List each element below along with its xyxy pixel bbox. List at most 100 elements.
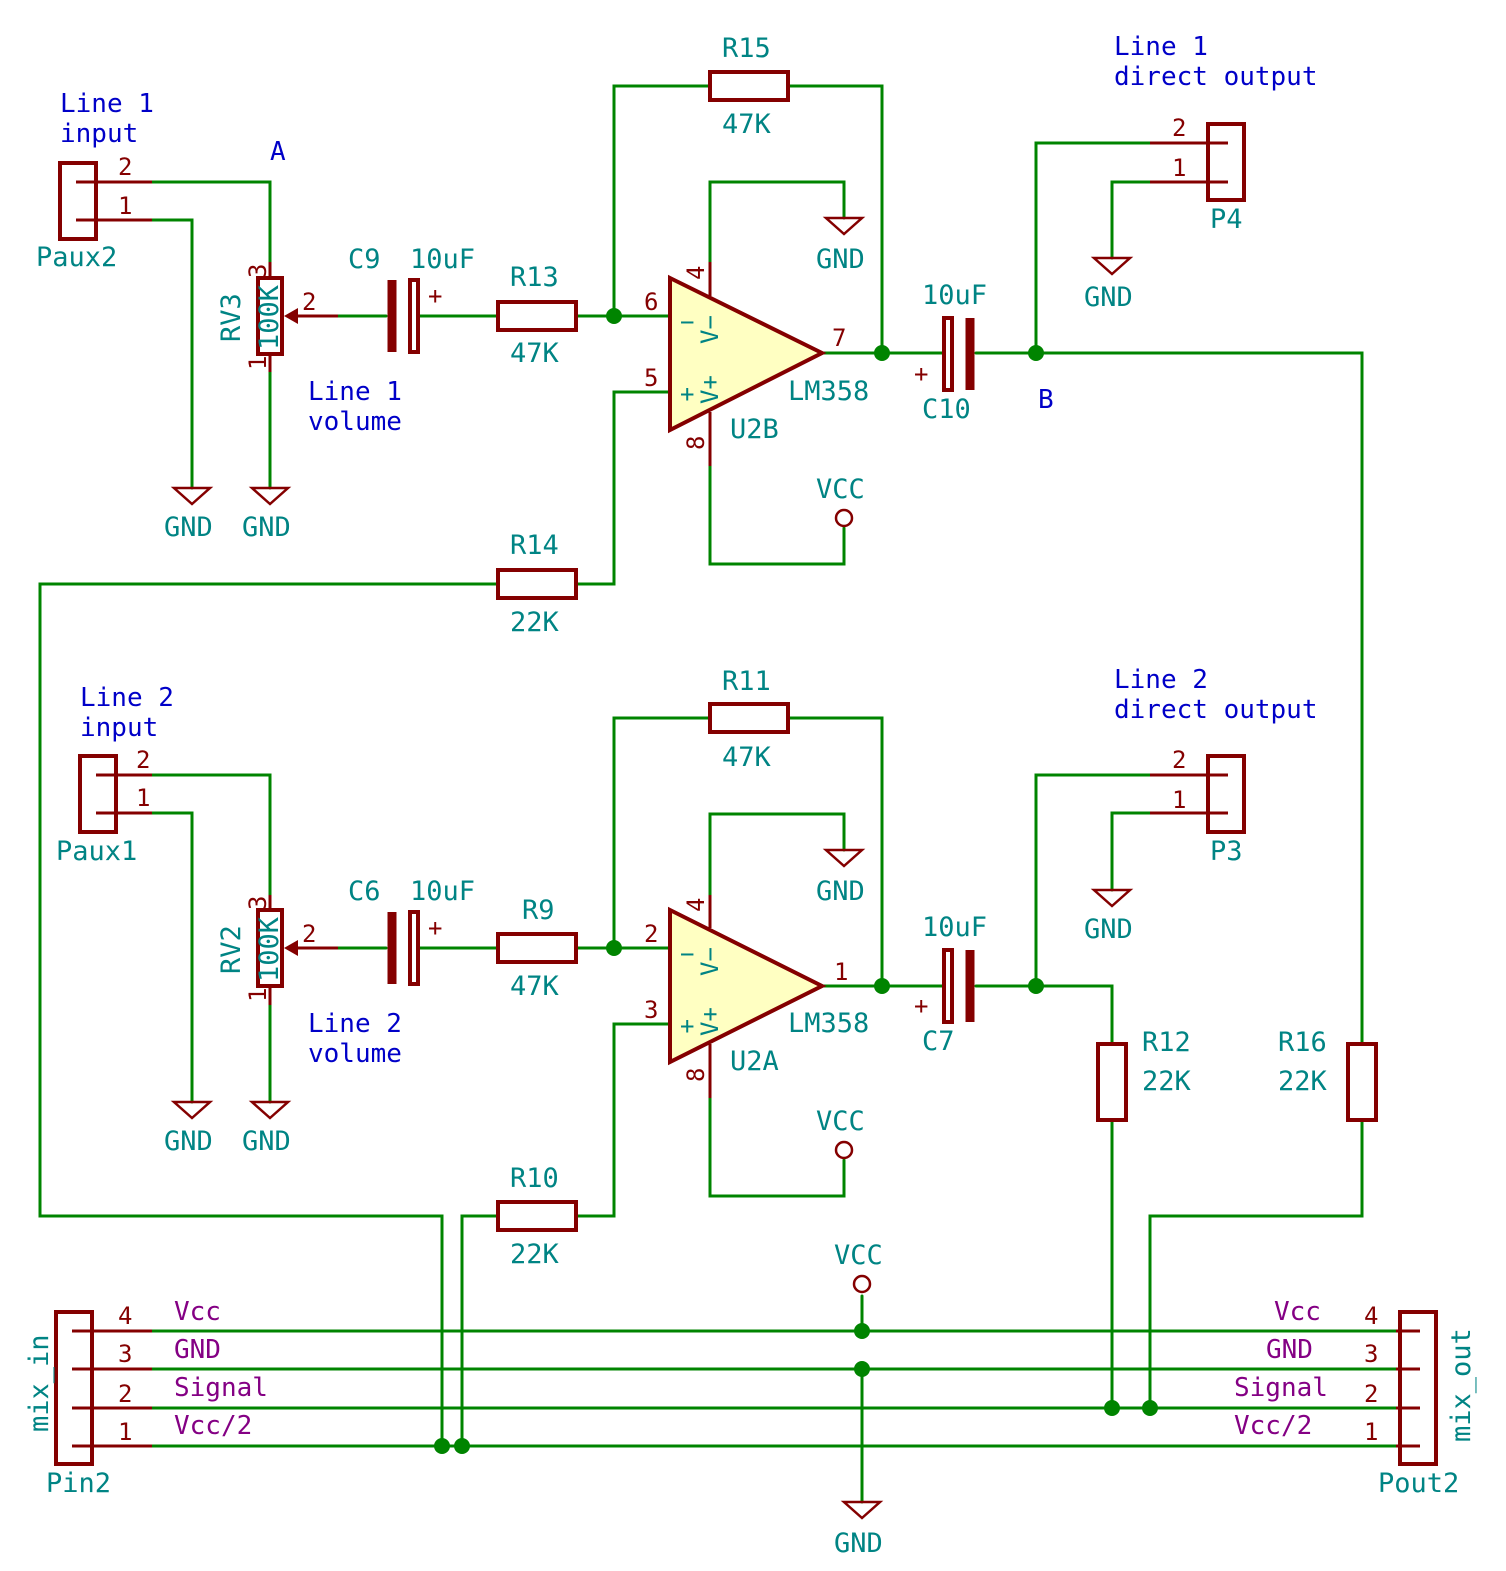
svg-text:2: 2 [1172, 746, 1186, 774]
gnd-label: GND [834, 1528, 883, 1559]
svg-text:3: 3 [118, 1340, 132, 1368]
c7-value: 10uF [922, 912, 987, 943]
junction-dot [854, 1323, 870, 1339]
junction-dot [1104, 1400, 1120, 1416]
r11-value: 47K [722, 742, 772, 773]
gnd-label: GND [164, 512, 213, 543]
vcc-label: VCC [834, 1240, 883, 1271]
r16-ref: R16 [1278, 1027, 1327, 1058]
r16-value: 22K [1278, 1066, 1328, 1097]
note-line2-direct: Line 2 [1114, 665, 1208, 695]
svg-text:7: 7 [832, 324, 846, 352]
connector-pout2: 4 3 2 1 Vcc GND Signal Vcc/2 mix_out Pou… [1234, 1297, 1477, 1499]
opamp-u2b: 6 5 7 4 8 − + V− V+ LM358 U2B [644, 262, 869, 466]
connector-p3: 2 1 P3 [1150, 746, 1246, 867]
vcc-label: VCC [816, 1106, 865, 1137]
signal-vcc: Vcc [174, 1297, 221, 1327]
vcc-label: VCC [816, 474, 865, 505]
r13-value: 47K [510, 338, 560, 369]
resistor-r16: R16 22K [1278, 1027, 1378, 1122]
svg-text:1: 1 [1172, 154, 1186, 182]
pin2-ref: Pin2 [46, 1468, 111, 1499]
connector-pin2: 4 3 2 1 Vcc GND Signal Vcc/2 mix_in Pin2 [24, 1297, 268, 1499]
r14-ref: R14 [510, 530, 559, 561]
c10-ref: C10 [922, 394, 971, 425]
junctions [434, 308, 1158, 1454]
capacitor-c6: + C6 10uF [348, 876, 475, 986]
r12-value: 22K [1142, 1066, 1192, 1097]
signal-gnd: GND [1266, 1335, 1313, 1365]
svg-text:1: 1 [244, 988, 272, 1002]
resistor-r12: R12 22K [1096, 1027, 1192, 1122]
svg-text:3: 3 [644, 996, 658, 1024]
r15-ref: R15 [722, 33, 771, 64]
svg-text:V+: V+ [696, 375, 724, 404]
u2a-value: LM358 [788, 1008, 869, 1039]
c6-value: 10uF [410, 876, 475, 907]
svg-text:+: + [428, 282, 442, 310]
r15-value: 47K [722, 109, 772, 140]
svg-text:+: + [428, 914, 442, 942]
rv2-value: 100K [254, 916, 285, 982]
p3-ref: P3 [1210, 836, 1243, 867]
r13-ref: R13 [510, 262, 559, 293]
note-line1-input: Line 1 [60, 89, 154, 119]
svg-text:1: 1 [136, 784, 150, 812]
junction-dot [1028, 978, 1044, 994]
note-line1-direct: Line 1 [1114, 32, 1208, 62]
svg-text:4: 4 [682, 898, 710, 912]
signal-vcc-half: Vcc/2 [174, 1411, 252, 1441]
connector-paux2: 2 1 Paux2 [36, 153, 152, 273]
svg-text:+: + [680, 1012, 694, 1040]
r10-value: 22K [510, 1239, 560, 1270]
p4-ref: P4 [1210, 204, 1243, 235]
junction-dot [874, 978, 890, 994]
resistor-r15: R15 47K [708, 33, 790, 140]
note-line1-volume: volume [308, 407, 402, 437]
note-line2-volume: volume [308, 1039, 402, 1069]
capacitor-c9: + C9 10uF [348, 244, 475, 354]
svg-text:1: 1 [834, 958, 848, 986]
svg-text:1: 1 [244, 356, 272, 370]
pout2-ref: Pout2 [1378, 1468, 1459, 1499]
paux2-ref: Paux2 [36, 242, 117, 273]
svg-text:2: 2 [118, 153, 132, 181]
junction-dot [454, 1438, 470, 1454]
capacitor-c10: + 10uF C10 [914, 280, 987, 425]
svg-text:2: 2 [644, 920, 658, 948]
resistor-r14: R14 22K [496, 530, 578, 638]
rv3-ref: RV3 [216, 293, 247, 342]
svg-text:8: 8 [682, 436, 710, 450]
gnd-label: GND [1084, 914, 1133, 945]
svg-text:+: + [914, 992, 928, 1020]
signal-signal: Signal [174, 1373, 268, 1403]
svg-text:V−: V− [696, 947, 724, 976]
svg-text:1: 1 [118, 192, 132, 220]
junction-dot [1142, 1400, 1158, 1416]
notes: Line 1 input A Line 1 volume Line 1 dire… [60, 32, 1318, 1069]
net-label-b: B [1038, 385, 1054, 415]
vcc-symbols: VCC VCC VCC [816, 474, 883, 1294]
mix-in-label: mix_in [24, 1334, 55, 1432]
r9-value: 47K [510, 971, 560, 1002]
c9-ref: C9 [348, 244, 381, 275]
potentiometer-rv3: 2 3 1 RV3 100K [216, 262, 338, 372]
connector-paux1: 2 1 Paux1 [56, 746, 152, 867]
svg-text:−: − [680, 308, 694, 336]
c10-value: 10uF [922, 280, 987, 311]
r12-ref: R12 [1142, 1027, 1191, 1058]
svg-text:5: 5 [644, 364, 658, 392]
c7-ref: C7 [922, 1026, 955, 1057]
gnd-label: GND [242, 1126, 291, 1157]
note-line1-input: input [60, 119, 138, 149]
gnd-label: GND [816, 876, 865, 907]
signal-vcc-half: Vcc/2 [1234, 1411, 1312, 1441]
connector-p4: 2 1 P4 [1150, 114, 1246, 235]
rv2-ref: RV2 [216, 925, 247, 974]
junction-dot [1028, 345, 1044, 361]
capacitor-c7: + 10uF C7 [914, 912, 987, 1057]
net-label-a: A [270, 137, 286, 167]
r14-value: 22K [510, 607, 560, 638]
junction-dot [606, 308, 622, 324]
